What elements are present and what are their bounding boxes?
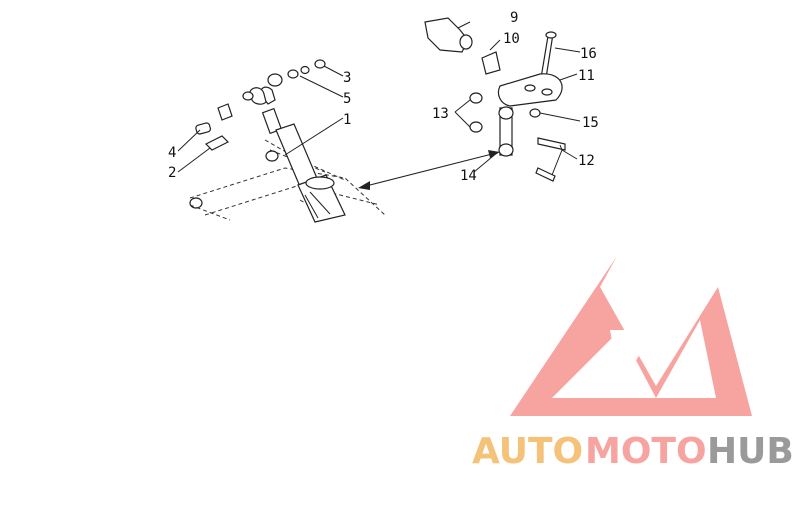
callout-3: 3	[343, 70, 351, 86]
watermark-hub: HUB	[707, 431, 794, 472]
callout-labels: 1 2 3 4 5 9 10 11 12 13 14 15 16	[168, 10, 599, 184]
watermark-logo: AUTO MOTO HUB	[472, 256, 794, 472]
callout-9: 9	[510, 10, 518, 26]
bushing-parts-left	[195, 59, 326, 151]
callout-14: 14	[460, 168, 477, 184]
callout-5: 5	[343, 91, 351, 107]
callout-1: 1	[343, 112, 351, 128]
watermark-auto: AUTO	[472, 431, 583, 472]
shock-absorber	[249, 86, 346, 223]
callout-10: 10	[503, 31, 520, 47]
callout-11: 11	[578, 68, 595, 84]
callout-12: 12	[578, 153, 595, 169]
watermark-moto: MOTO	[585, 431, 707, 472]
callout-4: 4	[168, 145, 176, 161]
callout-15: 15	[582, 115, 599, 131]
callout-2: 2	[168, 165, 176, 181]
linkage-parts-right	[424, 17, 566, 182]
callout-16: 16	[580, 46, 597, 62]
callout-13: 13	[432, 106, 449, 122]
connection-arrow	[358, 150, 500, 190]
callout-leaders	[177, 21, 581, 176]
